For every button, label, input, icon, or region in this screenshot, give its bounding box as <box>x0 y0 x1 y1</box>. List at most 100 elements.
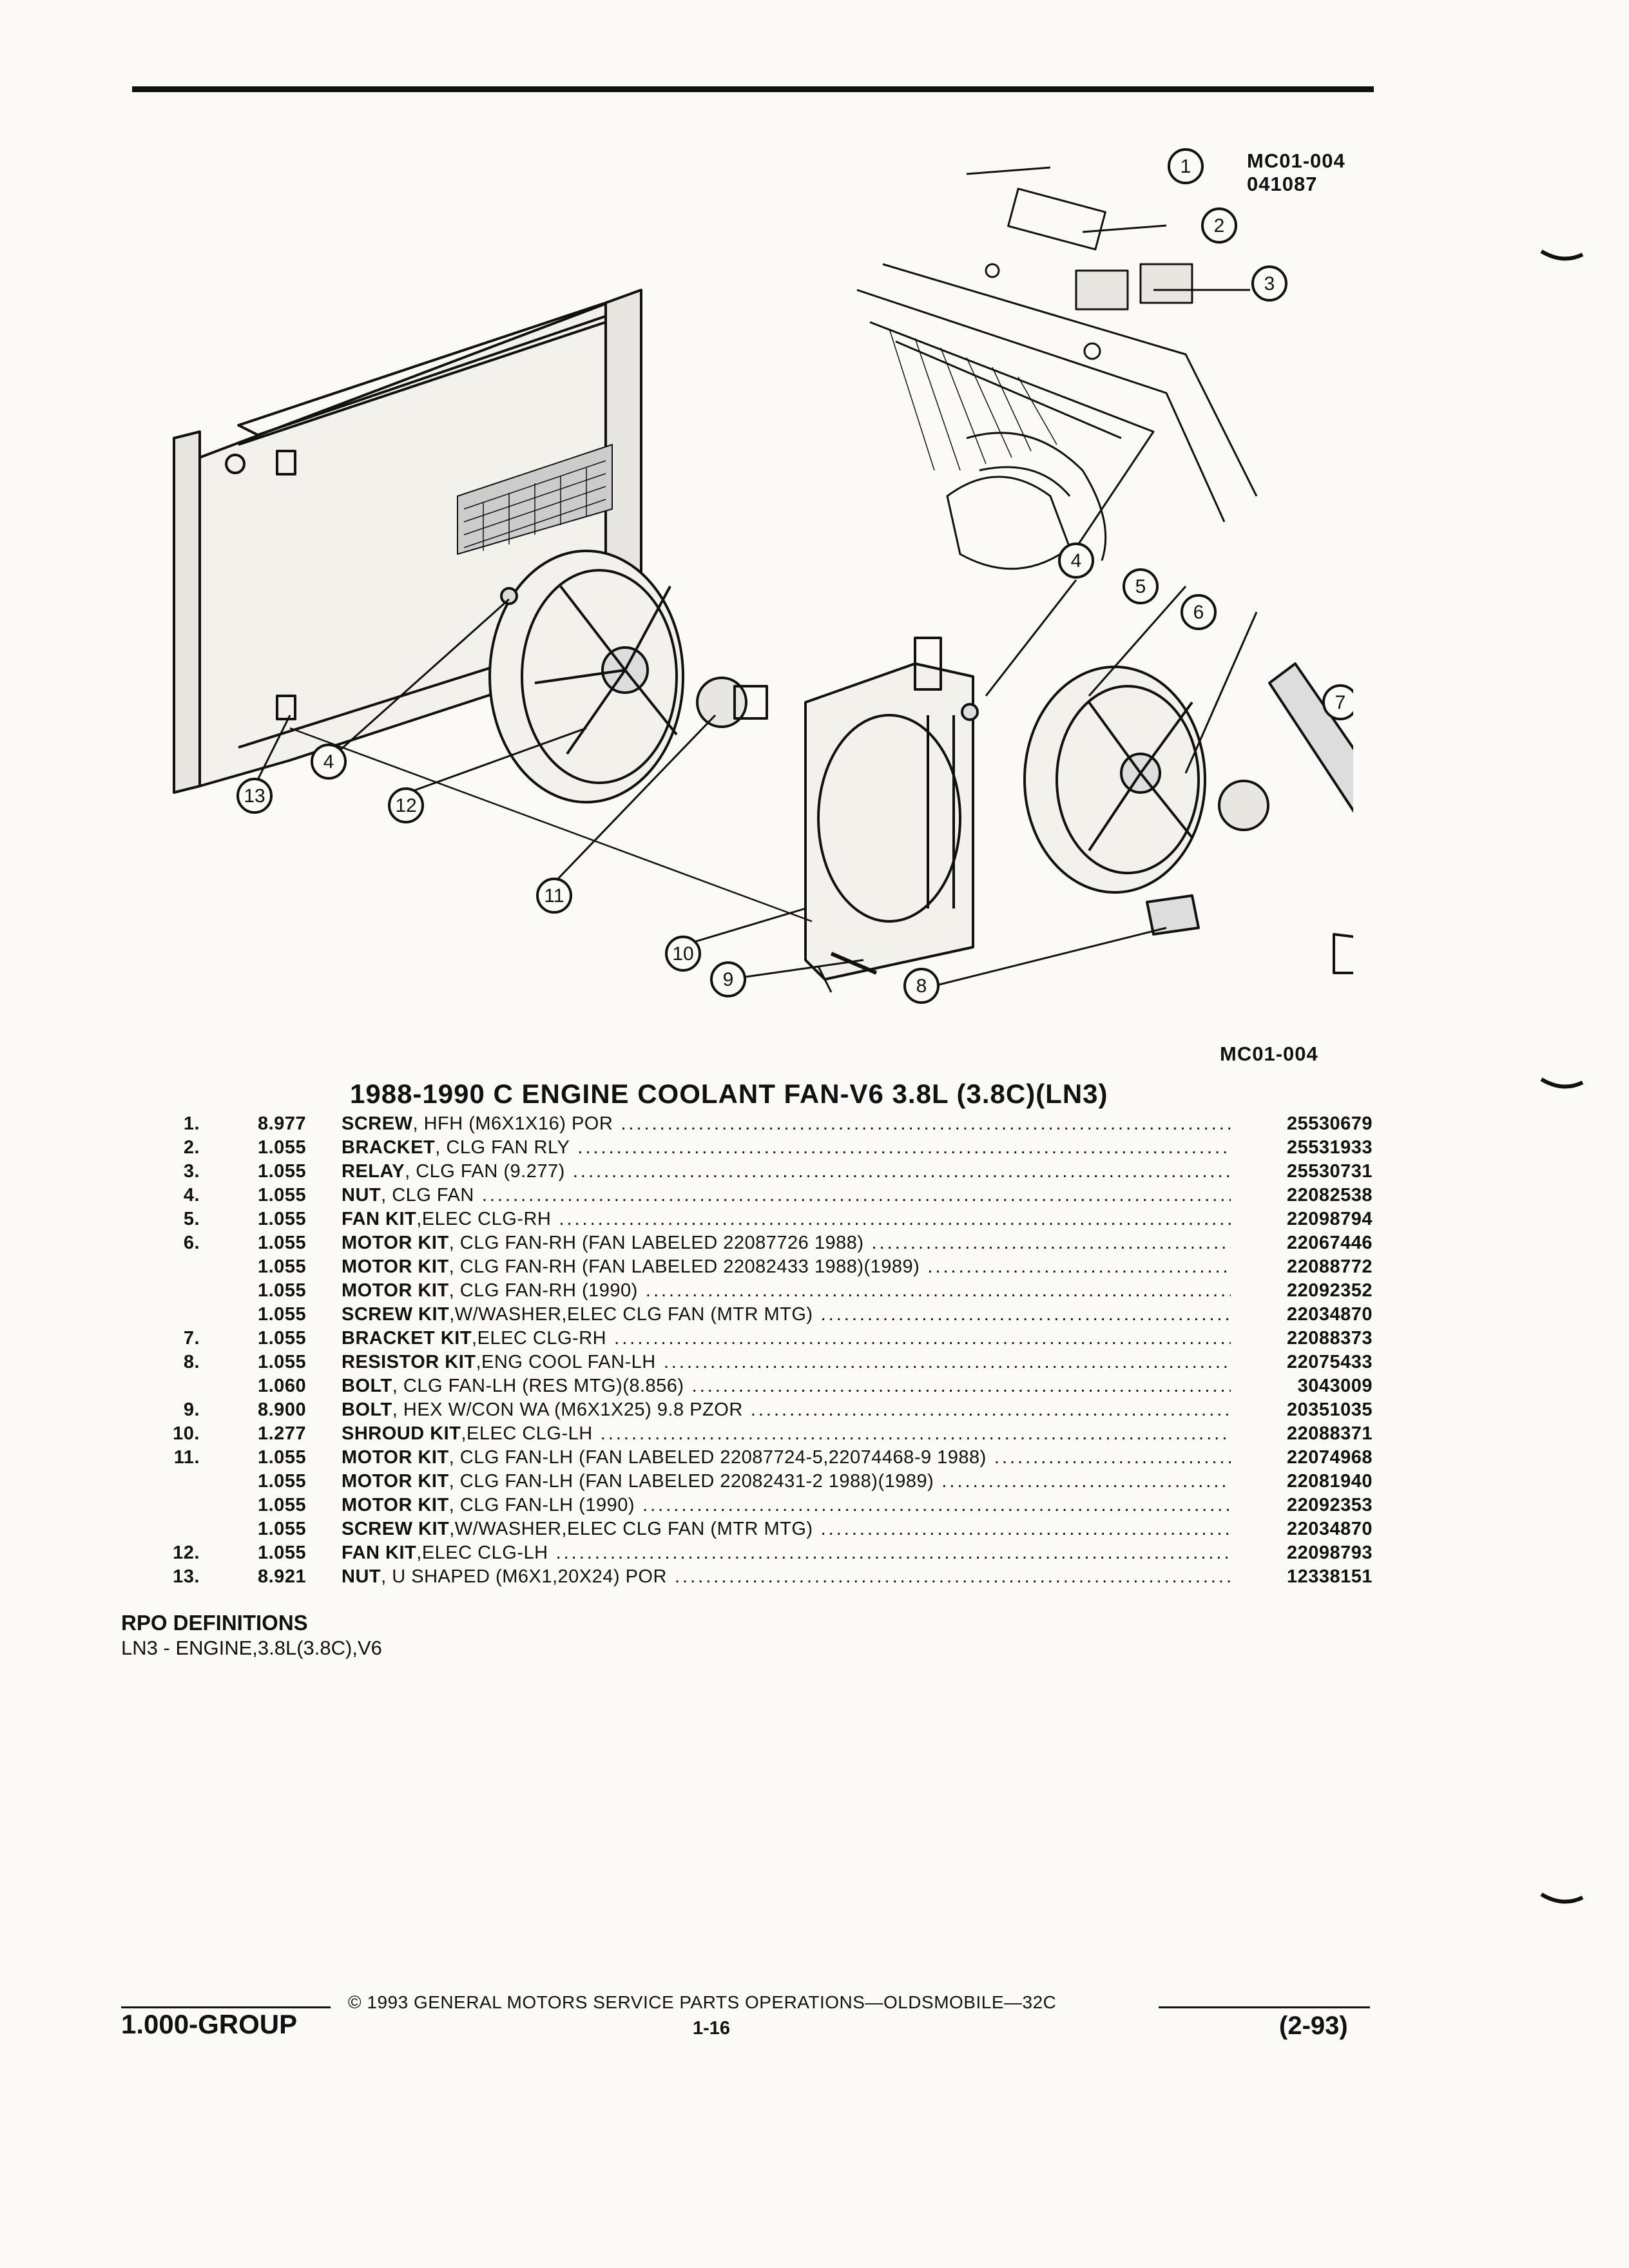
part-detail: ,ELEC CLG-RH <box>472 1328 607 1349</box>
group-number: 1.055 <box>258 1233 307 1253</box>
description: BRACKET, CLG FAN RLY ...................… <box>342 1136 1231 1160</box>
part-number: 22092352 <box>1232 1279 1373 1303</box>
description: SCREW, HFH (M6X1X16) POR ...............… <box>342 1112 1231 1136</box>
part-detail: , CLG FAN-RH (FAN LABELED 22082433 1988)… <box>448 1256 920 1277</box>
leader-dots: ........................................… <box>642 1495 1231 1515</box>
part-detail: , HEX W/CON WA (M6X1X25) 9.8 PZOR <box>392 1399 743 1420</box>
part-number: 3043009 <box>1232 1374 1373 1398</box>
callout-3: 3 <box>1251 265 1287 302</box>
item-number: 5. <box>183 1209 200 1229</box>
leader-dots: ........................................… <box>577 1137 1231 1158</box>
svg-text:5: 5 <box>1135 576 1146 597</box>
svg-text:10: 10 <box>672 943 693 965</box>
part-name: BOLT <box>342 1399 392 1420</box>
part-name: NUT <box>342 1566 381 1587</box>
svg-text:3: 3 <box>1264 273 1275 294</box>
group-number: 1.055 <box>258 1352 307 1372</box>
part-name: SCREW <box>342 1113 413 1134</box>
part-number: 22081940 <box>1232 1470 1373 1494</box>
group-number: 8.977 <box>258 1113 307 1134</box>
svg-text:13: 13 <box>244 785 265 807</box>
description: FAN KIT,ELEC CLG-RH ....................… <box>342 1207 1231 1231</box>
svg-text:7: 7 <box>1335 692 1346 713</box>
left-fan-illustration <box>488 550 768 803</box>
margin-mark <box>1540 249 1584 261</box>
page-number: 1-16 <box>693 2018 731 2039</box>
part-detail: , CLG FAN-RH (1990) <box>448 1280 638 1301</box>
illustration-code-bottom: MC01-004 <box>1220 1043 1318 1065</box>
nut-illustration <box>500 587 518 605</box>
leader-dots: ........................................… <box>645 1280 1231 1301</box>
leader-dots: ........................................… <box>674 1566 1231 1587</box>
item-number: 13. <box>173 1566 200 1587</box>
top-rule <box>132 86 1374 92</box>
part-detail: , CLG FAN-LH (RES MTG)(8.856) <box>392 1376 684 1396</box>
leader-dots: ........................................… <box>555 1542 1231 1563</box>
exploded-diagram: 1 2 3 4 5 6 7 8 9 10 11 12 13 4 <box>173 148 1353 1004</box>
part-number: 22088373 <box>1232 1327 1373 1350</box>
part-number: 22034870 <box>1232 1517 1373 1541</box>
group-number: 1.055 <box>258 1471 307 1492</box>
shroud-illustration <box>804 637 974 981</box>
callout-1: 1 <box>1168 148 1204 184</box>
part-detail: ,ENG COOL FAN-LH <box>476 1352 656 1372</box>
group-number: 1.055 <box>258 1185 307 1206</box>
item-number: 11. <box>173 1447 200 1468</box>
svg-text:8: 8 <box>916 975 927 997</box>
description: SCREW KIT,W/WASHER,ELEC CLG FAN (MTR MTG… <box>342 1517 1231 1541</box>
part-row: 1.055 SCREW KIT,W/WASHER,ELEC CLG FAN (MT… <box>142 1303 1373 1327</box>
callout-6: 6 <box>1181 594 1217 630</box>
part-number: 22034870 <box>1232 1303 1373 1327</box>
section-title: 1988-1990 C ENGINE COOLANT FAN-V6 3.8L (… <box>350 1079 1108 1109</box>
group-number: 1.277 <box>258 1423 307 1444</box>
item-number: 2. <box>183 1137 200 1158</box>
svg-text:6: 6 <box>1193 602 1204 623</box>
leader-dots: ........................................… <box>691 1376 1231 1396</box>
group-number: 1.055 <box>258 1256 307 1277</box>
part-number: 22088371 <box>1232 1422 1373 1446</box>
group-number: 1.055 <box>258 1328 307 1349</box>
svg-text:2: 2 <box>1214 215 1225 236</box>
callout-2: 2 <box>1201 207 1237 244</box>
bolt-illustration <box>830 952 878 975</box>
leader-dots: ........................................… <box>994 1447 1231 1468</box>
description: FAN KIT,ELEC CLG-LH ....................… <box>342 1541 1231 1565</box>
part-number: 22088772 <box>1232 1255 1373 1279</box>
group-number: 1.055 <box>258 1304 307 1325</box>
description: MOTOR KIT, CLG FAN-LH (FAN LABELED 22082… <box>342 1470 1231 1494</box>
part-name: BRACKET KIT <box>342 1328 472 1349</box>
description: BOLT, CLG FAN-LH (RES MTG)(8.856) ......… <box>342 1374 1231 1398</box>
part-number: 25530731 <box>1232 1160 1373 1184</box>
description: NUT, U SHAPED (M6X1,20X24) POR .........… <box>342 1565 1231 1589</box>
svg-text:4: 4 <box>323 751 334 773</box>
group-number: 1.055 <box>258 1280 307 1301</box>
part-number: 25530679 <box>1232 1112 1373 1136</box>
leader-dots: ........................................… <box>614 1328 1231 1349</box>
part-name: MOTOR KIT <box>342 1447 449 1468</box>
description: MOTOR KIT, CLG FAN-RH (FAN LABELED 22082… <box>342 1255 1231 1279</box>
callout-4-left: 4 <box>311 744 347 780</box>
part-name: MOTOR KIT <box>342 1256 449 1277</box>
group-number: 1.055 <box>258 1209 307 1229</box>
part-name: SCREW KIT <box>342 1304 450 1325</box>
callout-5: 5 <box>1123 568 1159 604</box>
margin-mark <box>1540 1892 1584 1904</box>
item-number: 1. <box>183 1113 200 1134</box>
part-detail: ,W/WASHER,ELEC CLG FAN (MTR MTG) <box>449 1304 813 1325</box>
callout-7: 7 <box>1322 684 1353 720</box>
part-detail: , CLG FAN <box>381 1185 474 1206</box>
illustration-code: MC01-004 <box>1247 149 1345 172</box>
leader-dots: ........................................… <box>871 1233 1231 1253</box>
right-fan-illustration <box>1023 666 1269 894</box>
part-name: RESISTOR KIT <box>342 1352 476 1372</box>
part-name: BOLT <box>342 1376 392 1396</box>
item-number: 3. <box>183 1161 200 1182</box>
description: SCREW KIT,W/WASHER,ELEC CLG FAN (MTR MTG… <box>342 1303 1231 1327</box>
svg-text:4: 4 <box>1071 550 1082 572</box>
part-detail: ,W/WASHER,ELEC CLG FAN (MTR MTG) <box>449 1519 813 1539</box>
part-name: MOTOR KIT <box>342 1233 449 1253</box>
